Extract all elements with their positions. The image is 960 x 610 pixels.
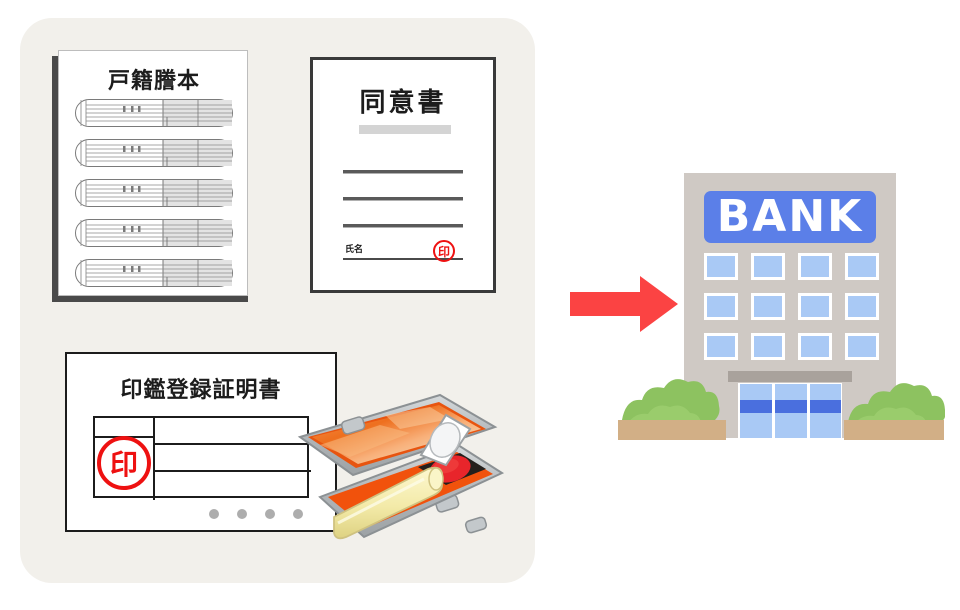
bank-window — [754, 296, 782, 317]
register-entry-row — [75, 219, 233, 247]
consent-writing-line — [343, 170, 463, 174]
certificate-dot — [265, 509, 275, 519]
bank-window — [754, 336, 782, 357]
consent-name-line — [343, 258, 463, 260]
bank-window — [754, 256, 782, 277]
family-register-title: 戸籍謄本 — [107, 69, 200, 94]
bank-window — [801, 296, 829, 317]
bank-sign — [704, 191, 876, 243]
register-entry-graphic — [75, 139, 233, 167]
bank-window — [801, 336, 829, 357]
bank-entrance — [738, 383, 842, 438]
hanko-case-graphic — [297, 393, 505, 540]
register-entry-row — [75, 259, 233, 287]
planter-box — [618, 420, 726, 440]
certificate-dot — [209, 509, 219, 519]
bank-window — [707, 336, 735, 357]
seal-stamp-icon: 印 — [97, 436, 151, 490]
right-arrow-icon — [570, 276, 678, 332]
register-entry-graphic — [75, 259, 233, 287]
hanko-seal-case — [290, 385, 505, 560]
bank-building: BANK — [600, 150, 946, 450]
table-vertical-divider — [153, 418, 155, 500]
seal-stick — [333, 466, 444, 540]
ink-pad-lid — [419, 413, 472, 467]
bank-window — [707, 296, 735, 317]
seal-certificate-title: 印鑑登録証明書 — [120, 378, 282, 403]
seal-stamp-icon: 印 — [433, 240, 455, 262]
planter-box — [844, 420, 944, 440]
bank-window — [848, 296, 876, 317]
bank-graphic: BANK — [618, 173, 946, 440]
consent-writing-line — [343, 197, 463, 201]
document-consent-form: 同意書 氏名 印 — [310, 57, 496, 293]
seal-certificate-table: 印 — [93, 416, 311, 500]
consent-subtitle-bar — [359, 125, 451, 134]
consent-name-label: 氏名 — [345, 245, 364, 255]
register-entry-row — [75, 139, 233, 167]
consent-form-title: 同意書 — [359, 88, 447, 118]
document-seal-certificate: 印鑑登録証明書 印 — [65, 352, 337, 532]
register-entry-graphic — [75, 179, 233, 207]
arrow-graphic — [570, 276, 678, 332]
planter-left — [618, 379, 726, 440]
bank-window — [848, 336, 876, 357]
bank-window — [801, 256, 829, 277]
register-entry-row — [75, 99, 233, 127]
bank-window — [848, 256, 876, 277]
document-sheet: 戸籍謄本 — [58, 50, 248, 296]
bank-canopy — [728, 371, 852, 382]
document-family-register: 戸籍謄本 — [52, 50, 248, 302]
table-row-divider — [153, 443, 311, 445]
certificate-dot — [293, 509, 303, 519]
bank-sign-text: BANK — [717, 191, 864, 242]
certificate-dot — [237, 509, 247, 519]
planter-right — [844, 383, 946, 440]
bank-window — [707, 256, 735, 277]
register-entry-graphic — [75, 99, 233, 127]
register-entry-graphic — [75, 219, 233, 247]
consent-writing-line — [343, 224, 463, 228]
register-entry-row — [75, 179, 233, 207]
table-row-divider — [153, 470, 311, 472]
